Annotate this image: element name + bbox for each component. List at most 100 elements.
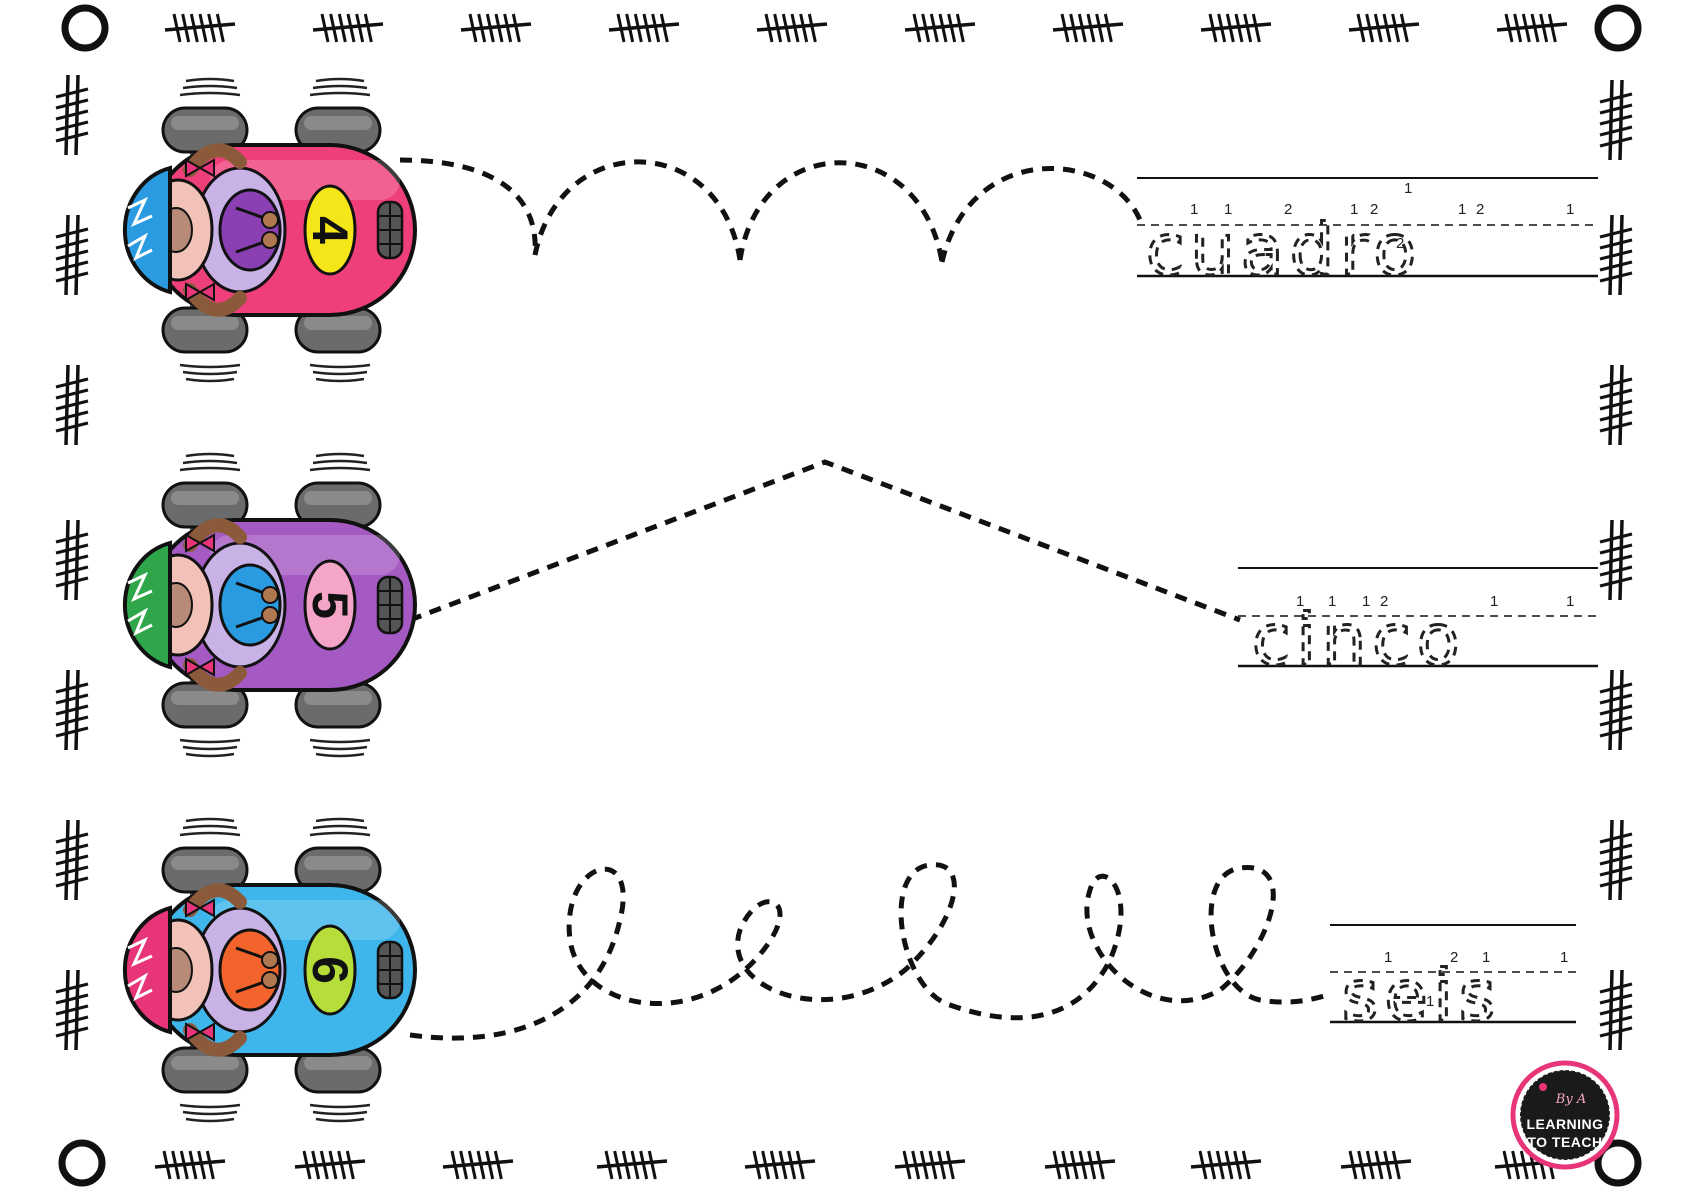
border-mark bbox=[1599, 79, 1633, 161]
car-grille bbox=[376, 575, 404, 635]
trace-word-seis: seis bbox=[1342, 955, 1501, 1037]
race-car-4: 4 bbox=[122, 77, 417, 383]
border-mark bbox=[1496, 13, 1568, 43]
svg-text:1: 1 bbox=[1426, 993, 1434, 1010]
svg-text:1: 1 bbox=[1566, 201, 1574, 218]
svg-text:1: 1 bbox=[1560, 949, 1568, 966]
border-mark bbox=[164, 13, 236, 43]
border-mark bbox=[55, 969, 89, 1051]
svg-text:1: 1 bbox=[1458, 201, 1466, 218]
corner-circle-top-left bbox=[61, 4, 109, 52]
svg-text:1: 1 bbox=[1566, 593, 1574, 610]
svg-text:2: 2 bbox=[1476, 201, 1484, 218]
driver-helmet bbox=[122, 540, 172, 670]
border-mark bbox=[1599, 214, 1633, 296]
car-number: 4 bbox=[302, 216, 358, 244]
corner-circle-bottom-right bbox=[1594, 1139, 1642, 1187]
trace-path-loops bbox=[409, 862, 1329, 1041]
row-six: seis 1 2 1 1 1 bbox=[409, 862, 1576, 1041]
border-mark bbox=[1599, 669, 1633, 751]
svg-text:1: 1 bbox=[1404, 180, 1412, 197]
border-mark bbox=[1599, 969, 1633, 1051]
number-badge bbox=[303, 924, 357, 1016]
border-mark bbox=[55, 519, 89, 601]
border-mark bbox=[154, 1150, 226, 1180]
svg-text:1: 1 bbox=[1224, 201, 1232, 218]
car-number: 6 bbox=[302, 956, 358, 984]
border-mark bbox=[1599, 364, 1633, 446]
trace-word-cinco: cinco bbox=[1252, 599, 1466, 681]
driver-helmet bbox=[122, 165, 172, 295]
race-car-6: 6 bbox=[122, 817, 417, 1123]
border-mark bbox=[1052, 13, 1124, 43]
trace-path-scallop-3 bbox=[737, 160, 945, 263]
border-mark bbox=[894, 1150, 966, 1180]
trace-path-scallop-1 bbox=[399, 157, 538, 256]
border-mark bbox=[55, 74, 89, 156]
svg-text:1: 1 bbox=[1362, 593, 1370, 610]
border-mark bbox=[1044, 1150, 1116, 1180]
finish-line-border bbox=[55, 4, 1642, 1187]
car-grille bbox=[376, 940, 404, 1000]
trace-path-scallop-2 bbox=[532, 159, 743, 261]
svg-text:1: 1 bbox=[1490, 593, 1498, 610]
border-mark bbox=[904, 13, 976, 43]
border-mark bbox=[294, 1150, 366, 1180]
border-mark bbox=[312, 13, 384, 43]
border-mark bbox=[55, 364, 89, 446]
svg-text:1: 1 bbox=[1328, 593, 1336, 610]
border-mark bbox=[608, 13, 680, 43]
border-mark bbox=[55, 669, 89, 751]
svg-text:2: 2 bbox=[1450, 949, 1458, 966]
logo-signature: By A bbox=[1555, 1092, 1586, 1107]
svg-text:1: 1 bbox=[1296, 593, 1304, 610]
trace-path-scallop-4 bbox=[939, 166, 1143, 263]
number-badge bbox=[303, 184, 357, 276]
stroke-order-numbers-cinco: 1 1 1 2 1 1 bbox=[1296, 593, 1574, 610]
svg-text:1: 1 bbox=[1350, 201, 1358, 218]
border-mark bbox=[596, 1150, 668, 1180]
svg-text:1: 1 bbox=[1482, 949, 1490, 966]
svg-text:2: 2 bbox=[1380, 593, 1388, 610]
border-mark bbox=[1348, 13, 1420, 43]
trace-path-peak bbox=[409, 459, 1241, 623]
learning-to-teach-logo: By A LEARNING TO TEACH bbox=[1510, 1060, 1620, 1170]
stroke-order-numbers-cuadro: 1 1 2 1 2 1 2 1 2 1 bbox=[1190, 180, 1574, 252]
border-mark bbox=[1599, 819, 1633, 901]
border-mark bbox=[756, 13, 828, 43]
number-badge bbox=[303, 559, 357, 651]
border-mark bbox=[460, 13, 532, 43]
border-mark bbox=[1599, 519, 1633, 601]
border-mark bbox=[1340, 1150, 1412, 1180]
border-mark bbox=[55, 214, 89, 296]
tracing-lines-cinco bbox=[1238, 567, 1598, 668]
logo-line-2: TO TEACH bbox=[1527, 1134, 1602, 1150]
logo-line-1: LEARNING bbox=[1526, 1116, 1603, 1132]
tracing-lines-cuadro bbox=[1137, 177, 1598, 278]
border-mark bbox=[442, 1150, 514, 1180]
svg-text:2: 2 bbox=[1284, 201, 1292, 218]
driver-shirt bbox=[218, 563, 282, 647]
trace-word-cuadro: cuadro bbox=[1146, 209, 1422, 291]
race-car-5: 5 bbox=[122, 452, 417, 758]
car-grille bbox=[376, 200, 404, 260]
driver-helmet bbox=[122, 905, 172, 1035]
border-mark bbox=[1190, 1150, 1262, 1180]
corner-circle-bottom-left bbox=[58, 1139, 106, 1187]
tracing-lines-seis bbox=[1330, 924, 1576, 1024]
driver-shirt bbox=[218, 188, 282, 272]
border-mark bbox=[1200, 13, 1272, 43]
car-number: 5 bbox=[302, 591, 358, 619]
corner-circle-top-right bbox=[1594, 4, 1642, 52]
svg-text:2: 2 bbox=[1396, 235, 1404, 252]
stroke-order-numbers-seis: 1 2 1 1 1 bbox=[1384, 949, 1568, 1010]
row-five: cinco 1 1 1 2 1 1 bbox=[409, 459, 1598, 683]
border-mark bbox=[744, 1150, 816, 1180]
driver-shirt bbox=[218, 928, 282, 1012]
row-four: cuadro 1 1 2 1 2 1 2 1 2 1 bbox=[399, 157, 1598, 293]
border-mark bbox=[55, 819, 89, 901]
svg-text:1: 1 bbox=[1384, 949, 1392, 966]
svg-text:2: 2 bbox=[1370, 201, 1378, 218]
svg-text:1: 1 bbox=[1190, 201, 1198, 218]
